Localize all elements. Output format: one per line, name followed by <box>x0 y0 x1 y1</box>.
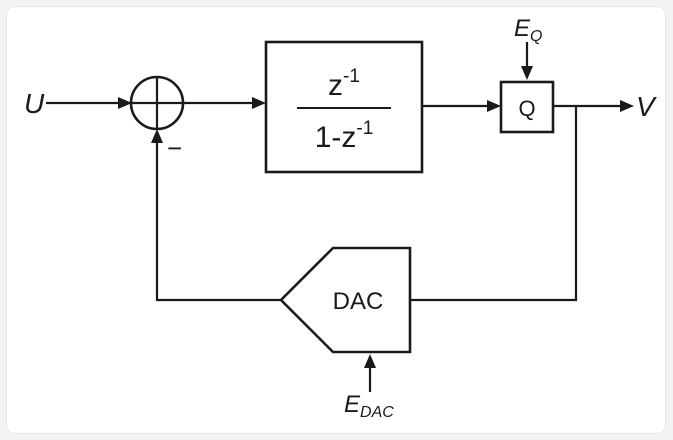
integrator-input-arrow <box>252 97 266 109</box>
quantizer-noise-arrow <box>521 66 533 80</box>
quantizer-noise-subscript: Q <box>530 28 542 45</box>
summer-minus-sign: − <box>167 133 182 163</box>
output-label: V <box>636 91 657 122</box>
feedback-wire-left <box>155 143 281 302</box>
dac-block <box>279 246 412 354</box>
quantizer-input-arrow <box>487 100 501 112</box>
integrator-numerator-exponent: -1 <box>343 66 360 87</box>
feedback-wire-right <box>410 106 578 302</box>
svg-text:1-z-1: 1-z-1 <box>315 118 374 154</box>
feedback-arrow <box>151 129 163 143</box>
dac-noise-subscript: DAC <box>360 404 394 421</box>
svg-text:EQ: EQ <box>514 15 542 45</box>
integrator-denominator: 1-z <box>315 121 357 154</box>
dac-label: DAC <box>333 288 384 315</box>
input-label: U <box>24 88 45 119</box>
svg-text:EDAC: EDAC <box>344 391 394 421</box>
quantizer-noise-label: E <box>514 15 531 42</box>
output-arrow <box>620 100 634 112</box>
dac-noise-label: E <box>344 391 361 418</box>
quantizer-label: Q <box>518 96 535 121</box>
integrator-numerator: z <box>328 69 343 102</box>
integrator-denominator-exponent: -1 <box>356 118 373 139</box>
svg-text:z-1: z-1 <box>328 66 360 102</box>
dac-noise-arrow <box>364 354 376 368</box>
input-arrow <box>118 97 132 109</box>
summing-junction <box>129 75 185 131</box>
